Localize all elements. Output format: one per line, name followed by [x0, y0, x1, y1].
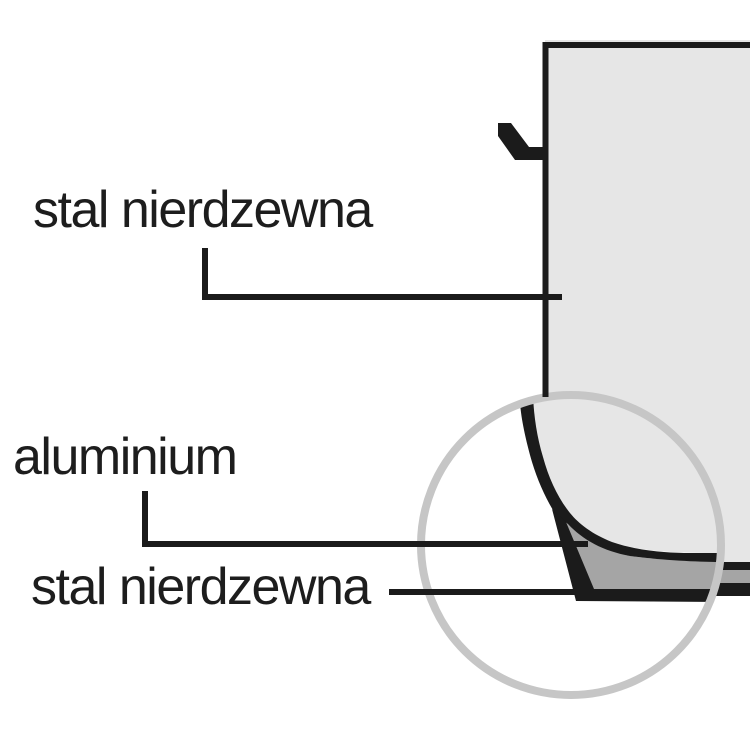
label-aluminium-core: aluminium	[13, 428, 238, 486]
pot-handle	[498, 123, 548, 160]
magnified-steel-cap	[552, 509, 721, 602]
leader-lines	[142, 248, 597, 595]
magnified-cross-section	[511, 396, 721, 602]
leader-line-wall	[202, 248, 562, 300]
label-stainless-steel-wall: stal nierdzewna	[33, 181, 373, 239]
magnified-aluminium-core	[556, 518, 721, 594]
pot-body	[533, 40, 750, 562]
leader-line-aluminium	[142, 491, 588, 547]
real-outer-steel-cap	[712, 583, 750, 596]
label-stainless-steel-bottom: stal nierdzewna	[31, 558, 371, 616]
real-inner-steel-line	[712, 562, 750, 570]
pot-outline	[498, 42, 750, 397]
